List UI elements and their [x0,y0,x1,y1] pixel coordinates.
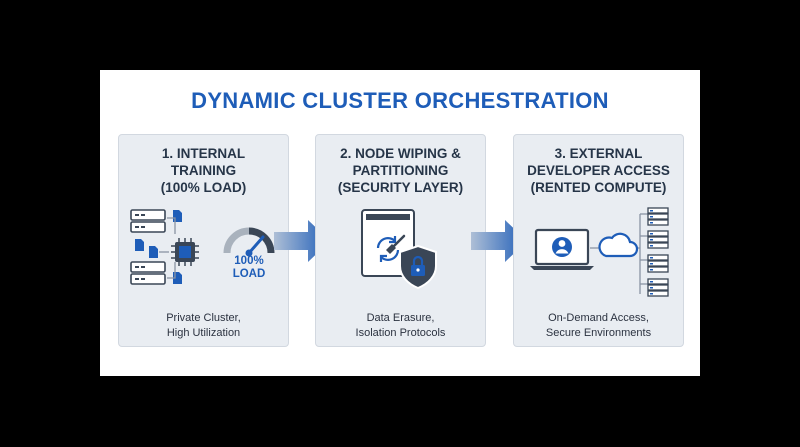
panel-title-line: (RENTED COMPUTE) [530,180,667,195]
panel-internal-training: 1. INTERNAL TRAINING (100% LOAD) [118,134,289,347]
panel-caption-line: Secure Environments [545,327,652,339]
panel-title-line: PARTITIONING [352,163,449,178]
panel-title-line: (100% LOAD) [160,180,247,195]
cloud-access-icon [530,207,669,297]
panel-caption-line: Private Cluster, [166,312,241,324]
panel-external-access: 3. EXTERNAL DEVELOPER ACCESS (RENTED COM… [513,134,684,347]
panel-title: 3. EXTERNAL DEVELOPER ACCESS (RENTED COM… [514,145,683,196]
panel-title-line: TRAINING [170,163,237,178]
panel-caption: On-Demand Access, Secure Environments [514,311,683,341]
gauge-label-line: LOAD [232,268,266,280]
panel-node-wiping: 2. NODE WIPING & PARTITIONING (SECURITY … [315,134,486,347]
gauge-icon [223,227,275,257]
server-cluster-icon [130,209,199,285]
panel-title-line: DEVELOPER ACCESS [527,163,670,178]
gauge-label: 100% LOAD [219,255,279,281]
panel-title-line: 3. EXTERNAL [554,146,643,161]
panel-title-line: (SECURITY LAYER) [337,180,464,195]
gauge-label-line: 100% [234,255,264,267]
panel-caption-line: Isolation Protocols [355,327,446,339]
brush-icon [386,234,406,254]
laptop-icon [530,228,594,270]
panel-title-line: 1. INTERNAL [161,146,246,161]
panel-title: 1. INTERNAL TRAINING (100% LOAD) [119,145,288,196]
panel-title-line: 2. NODE WIPING & [340,146,461,161]
panel-caption-line: High Utilization [166,327,241,339]
panel-caption: Data Erasure, Isolation Protocols [316,311,485,341]
panel-caption-line: On-Demand Access, [548,312,649,324]
panel-caption: Private Cluster, High Utilization [119,311,288,341]
panel-caption-line: Data Erasure, [366,312,435,324]
diagram-canvas: DYNAMIC CLUSTER ORCHESTRATION 1. INTERNA… [100,70,700,376]
server-wipe-icon [361,209,437,290]
panel-title: 2. NODE WIPING & PARTITIONING (SECURITY … [316,145,485,196]
diagram-title: DYNAMIC CLUSTER ORCHESTRATION [191,88,609,113]
